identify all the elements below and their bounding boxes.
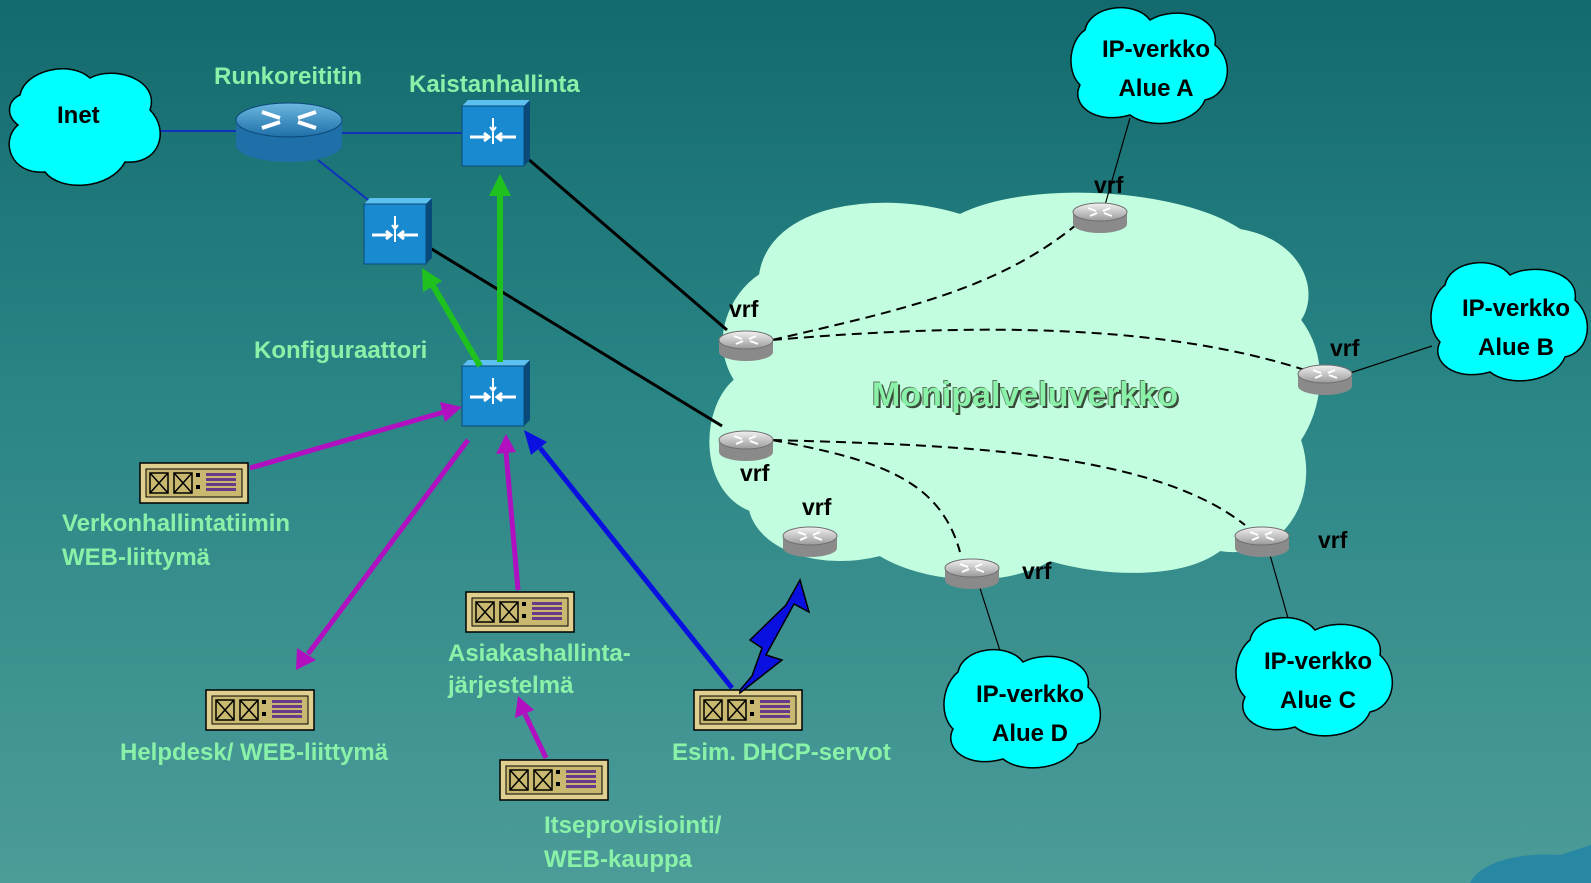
alue-c-line1: IP-verkko [1263,648,1373,675]
kaistanhallinta-switch-icon [460,98,532,168]
alue-d-cloud-icon [943,648,1102,769]
vrf-label-d: vrf [1022,558,1052,584]
alue-c-line2: Alue C [1279,687,1356,714]
vrf-label-a: vrf [1094,172,1124,198]
verkonhallinta-label-1: Verkonhallintatiimin [62,510,291,537]
vrf-router-d-icon [944,558,1000,590]
core-router-icon [235,102,343,162]
konfiguraattori-switch-icon [460,358,532,428]
konfiguraattori-label: Konfiguraattori [254,337,428,364]
vrf-router-c-icon [1234,526,1290,558]
alue-d-line2: Alue D [991,720,1068,747]
vrf-label-c: vrf [1318,527,1348,553]
vrf-label-3: vrf [802,494,832,520]
inet-cloud-icon [8,68,161,187]
vrf-label-1: vrf [729,296,759,322]
alue-d-line1: IP-verkko [975,681,1085,708]
dhcp-server-icon [693,689,803,731]
vrf-router-2-icon [718,430,774,462]
asiakashallinta-label-1: Asiakashallinta- [448,640,631,667]
kaistanhallinta-label: Kaistanhallinta [409,71,580,98]
helpdesk-label: Helpdesk/ WEB-liittymä [120,739,389,766]
runkoreititin-label: Runkoreititin [214,63,362,90]
inet-label: Inet [57,102,100,129]
alue-b-line1: IP-verkko [1461,295,1571,322]
helpdesk-server-icon [205,689,315,731]
vrf-label-b: vrf [1330,335,1360,361]
verkonhallinta-label-2: WEB-liittymä [62,544,211,571]
dhcp-label: Esim. DHCP-servot [672,739,891,766]
itseprovisiointi-label-1: Itseprovisiointi/ [544,812,722,839]
vrf-router-a-icon [1072,202,1128,234]
asiakashallinta-label-2: järjestelmä [448,672,574,699]
itseprovisiointi-label-2: WEB-kauppa [544,846,693,873]
alue-c-cloud-icon [1235,616,1394,737]
alue-a-line1: IP-verkko [1101,36,1211,63]
alue-b-cloud-icon [1430,261,1589,382]
vrf-label-2: vrf [740,460,770,486]
alue-a-cloud-icon [1070,6,1229,125]
bandwidth-switch-icon [362,196,434,266]
asiakashallinta-server-icon [465,591,575,633]
alue-b-line2: Alue B [1477,334,1554,361]
itseprovisiointi-server-icon [499,759,609,801]
alue-a-line2: Alue A [1118,75,1194,102]
vrf-router-b-icon [1297,364,1353,396]
vrf-router-3-icon [782,526,838,558]
monipalveluverkko-title: Monipalveluverkko [872,376,1179,414]
verkonhallinta-server-icon [139,462,249,504]
vrf-router-1-icon [718,330,774,362]
